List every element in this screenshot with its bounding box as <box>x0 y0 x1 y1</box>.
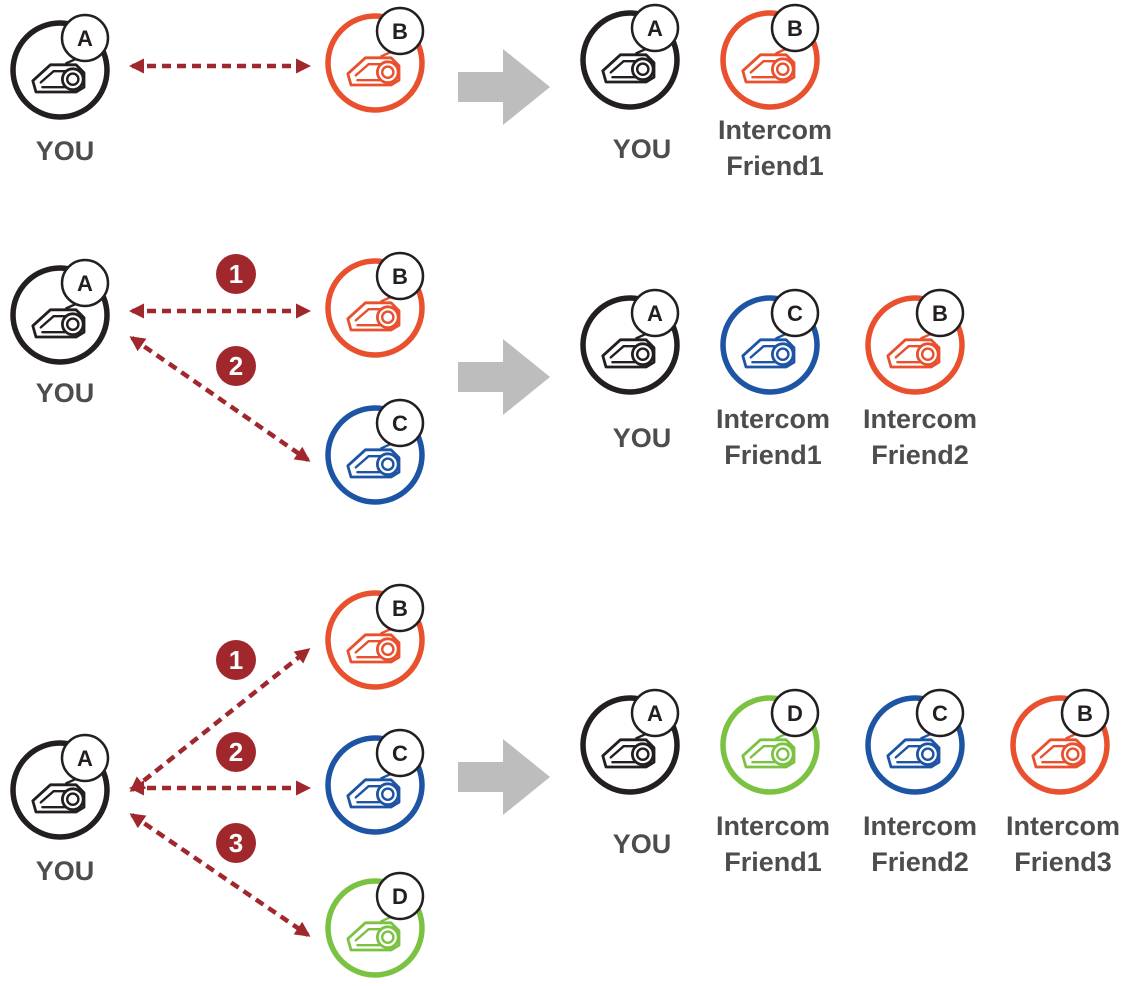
friend-text: Friend2 <box>871 440 969 470</box>
step-number: 1 <box>229 645 243 675</box>
result-friend-label: Intercom Friend2 <box>845 808 995 880</box>
you-label: YOU <box>35 856 95 886</box>
badge-letter: A <box>77 271 93 296</box>
intercom-text: Intercom <box>717 115 833 145</box>
result-you-label: YOU <box>612 423 672 453</box>
friend-text: Friend1 <box>724 847 822 877</box>
device-c: C <box>720 288 820 395</box>
result-arrow <box>458 339 550 415</box>
intercom-text: Intercom <box>862 404 978 434</box>
device-badge <box>1060 688 1110 738</box>
device-badge <box>375 398 425 448</box>
friend-text: Friend1 <box>726 151 824 181</box>
device-a: A <box>10 258 110 365</box>
result-friend-label: Intercom Friend3 <box>988 808 1138 880</box>
badge-letter: C <box>392 411 408 436</box>
device-badge <box>770 3 820 53</box>
badge-letter: B <box>1077 701 1093 726</box>
pairing-connector <box>129 648 311 792</box>
step-badge <box>216 640 256 680</box>
badge-letter: A <box>647 701 663 726</box>
badge-letter: D <box>392 884 408 909</box>
device-c: C <box>865 688 965 795</box>
you-label: YOU <box>35 136 95 166</box>
badge-letter: A <box>647 301 663 326</box>
device-b: B <box>1010 688 1110 795</box>
badge-letter: C <box>392 741 408 766</box>
device-badge <box>60 258 110 308</box>
step-badge <box>216 346 256 386</box>
step-number: 2 <box>229 737 243 767</box>
device-c: C <box>325 398 425 505</box>
step-number: 3 <box>229 828 243 858</box>
intercom-text: Intercom <box>1005 811 1121 841</box>
step-badge <box>216 254 256 294</box>
device-b: B <box>325 583 425 690</box>
badge-letter: C <box>932 701 948 726</box>
result-arrow <box>458 49 550 125</box>
pairing-connector <box>129 813 311 937</box>
step-badge <box>216 732 256 772</box>
result-arrow <box>458 739 550 815</box>
device-badge <box>770 288 820 338</box>
result-you-label: YOU <box>612 829 672 859</box>
friend-text: Friend3 <box>1014 847 1112 877</box>
device-d: D <box>720 688 820 795</box>
result-friend-label: Intercom Friend1 <box>700 112 850 184</box>
badge-letter: B <box>787 16 803 41</box>
device-badge <box>915 688 965 738</box>
badge-letter: B <box>392 596 408 621</box>
friend-text: Friend2 <box>871 847 969 877</box>
result-friend-label: Intercom Friend2 <box>845 401 995 473</box>
device-b: B <box>720 3 820 110</box>
device-a: A <box>580 3 680 110</box>
device-badge <box>375 583 425 633</box>
pairing-connector <box>129 336 311 462</box>
device-badge <box>915 288 965 338</box>
step-number: 1 <box>229 259 243 289</box>
device-badge <box>630 3 680 53</box>
device-badge <box>60 733 110 783</box>
step-number: 2 <box>229 351 243 381</box>
device-b: B <box>325 251 425 358</box>
badge-letter: A <box>77 26 93 51</box>
step-badge <box>216 823 256 863</box>
badge-letter: B <box>392 19 408 44</box>
device-badge <box>375 6 425 56</box>
device-d: D <box>325 871 425 978</box>
device-badge <box>60 13 110 63</box>
device-a: A <box>580 288 680 395</box>
badge-letter: C <box>787 301 803 326</box>
result-friend-label: Intercom Friend1 <box>698 401 848 473</box>
device-badge <box>375 728 425 778</box>
badge-letter: D <box>787 701 803 726</box>
badge-letter: B <box>392 264 408 289</box>
device-a: A <box>10 733 110 840</box>
intercom-text: Intercom <box>862 811 978 841</box>
result-you-label: YOU <box>612 134 672 164</box>
device-badge <box>630 688 680 738</box>
intercom-text: Intercom <box>715 811 831 841</box>
badge-letter: A <box>647 16 663 41</box>
friend-text: Friend1 <box>724 440 822 470</box>
device-a: A <box>10 13 110 120</box>
badge-letter: A <box>77 746 93 771</box>
intercom-text: Intercom <box>715 404 831 434</box>
device-b: B <box>325 6 425 113</box>
badge-letter: B <box>932 301 948 326</box>
device-badge <box>375 251 425 301</box>
device-c: C <box>325 728 425 835</box>
device-badge <box>375 871 425 921</box>
device-badge <box>770 688 820 738</box>
device-a: A <box>580 688 680 795</box>
result-friend-label: Intercom Friend1 <box>698 808 848 880</box>
you-label: YOU <box>35 378 95 408</box>
device-badge <box>630 288 680 338</box>
device-b: B <box>865 288 965 395</box>
